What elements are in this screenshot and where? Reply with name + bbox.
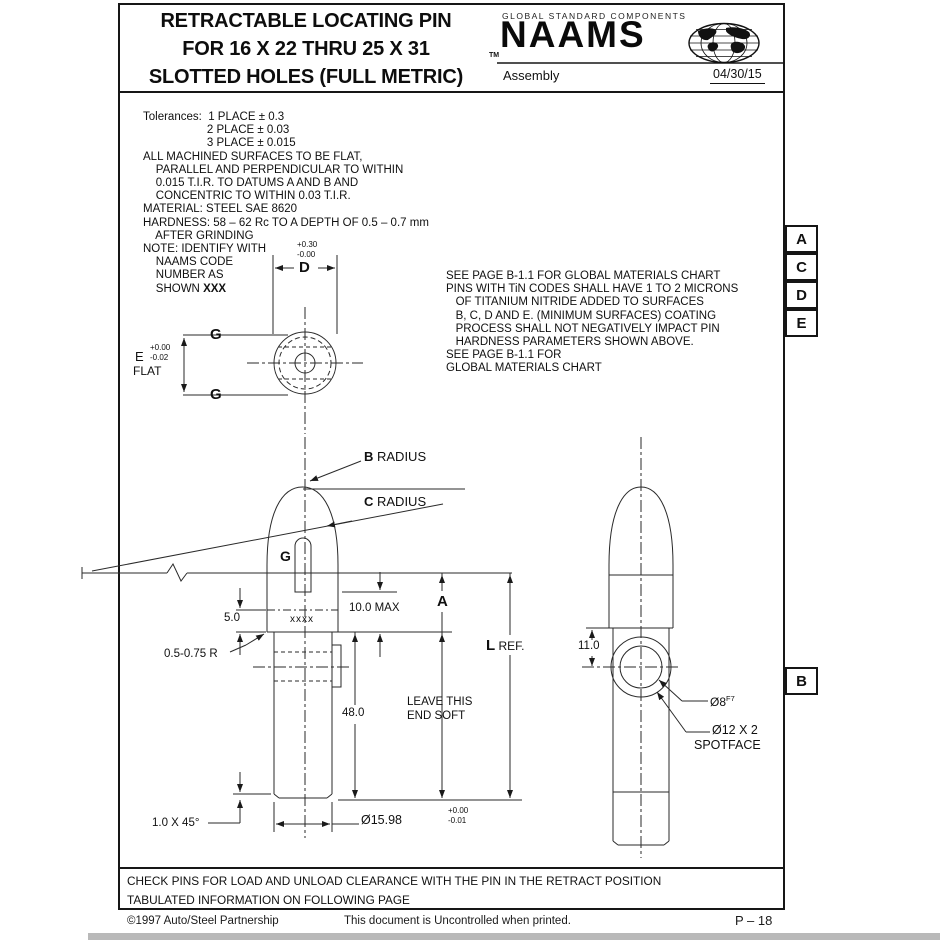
c-radius-callout: C RADIUS xyxy=(364,494,426,509)
note-line: B, C, D AND E. (MINIMUM SURFACES) COATIN… xyxy=(446,309,717,322)
radius-note: 0.5-0.75 R xyxy=(164,648,218,660)
marking-xxxx: xxxx xyxy=(290,614,314,625)
dim-l-ref: L REF. xyxy=(484,637,527,654)
revision-date: 04/30/15 xyxy=(710,67,765,84)
l-ref-text: REF. xyxy=(495,639,525,653)
chamfer-note: 1.0 X 45° xyxy=(152,817,200,829)
e-tolerance-minus: -0.02 xyxy=(150,353,169,362)
datum-box-e: E xyxy=(785,309,818,337)
note-shown-prefix: SHOWN xyxy=(143,282,204,295)
side-view xyxy=(582,437,710,858)
spotface-label: SPOTFACE xyxy=(694,738,761,752)
note-line: GLOBAL MATERIALS CHART xyxy=(446,362,602,375)
datum-label-e: E xyxy=(796,314,807,332)
naams-code-placeholder: XXX xyxy=(203,282,227,295)
dim-11: 11.0 xyxy=(576,640,602,652)
dim-a: A xyxy=(435,593,450,610)
soft-note-line2: END SOFT xyxy=(407,710,466,722)
dia-8-callout: Ø8F7 xyxy=(710,694,735,709)
note-line: 3 PLACE ± 0.015 xyxy=(143,137,296,150)
dim-e: E xyxy=(135,349,144,364)
datum-box-c: C xyxy=(785,253,818,281)
dim-d: D xyxy=(297,259,312,276)
check-pins-note: CHECK PINS FOR LOAD AND UNLOAD CLEARANCE… xyxy=(127,874,662,888)
note-line: 0.015 T.I.R. TO DATUMS A AND B AND xyxy=(143,177,359,190)
brand-tagline: GLOBAL STANDARD COMPONENTS xyxy=(502,11,687,21)
brand-logo-text: NAAMS xyxy=(500,14,646,55)
top-view xyxy=(181,255,363,434)
materials-notes: SEE PAGE B-1.1 FOR GLOBAL MATERIALS CHAR… xyxy=(446,270,738,376)
page-frame xyxy=(118,3,785,910)
dia-8: Ø8 xyxy=(710,695,727,709)
note-line: NUMBER AS xyxy=(143,269,224,282)
b-radius-text: RADIUS xyxy=(373,449,427,464)
copyright: ©1997 Auto/Steel Partnership xyxy=(127,915,279,927)
datum-box-b: B xyxy=(785,667,818,695)
note-line: NAAMS CODE xyxy=(143,256,234,269)
scan-edge-strip xyxy=(88,933,940,940)
note-line-shown: SHOWN XXX xyxy=(143,283,429,296)
l-letter: L xyxy=(486,637,496,654)
b-radius-callout: B RADIUS xyxy=(364,449,426,464)
d-tolerance-plus: +0.30 xyxy=(297,240,318,249)
datum-label-b: B xyxy=(796,672,807,690)
title-line-1: RETRACTABLE LOCATING PIN xyxy=(160,10,452,32)
datum-label-d: D xyxy=(796,286,807,304)
trademark-mark: TM xyxy=(489,52,500,59)
slot-g-label: G xyxy=(280,548,291,564)
dia-12-callout: Ø12 X 2 xyxy=(712,723,758,737)
datum-label-c: C xyxy=(796,258,807,276)
title-line-3: SLOTTED HOLES (FULL METRIC) xyxy=(148,66,464,88)
note-line: Tolerances: 1 PLACE ± 0.3 xyxy=(143,111,285,123)
dim-10-max: 10.0 MAX xyxy=(347,602,402,614)
note-line: 2 PLACE ± 0.03 xyxy=(143,124,290,137)
note-line: HARDNESS: 58 – 62 Rc TO A DEPTH OF 0.5 –… xyxy=(143,216,429,229)
assembly-label: Assembly xyxy=(503,68,560,83)
soft-note-line1: LEAVE THIS xyxy=(407,696,473,708)
note-line: PINS WITH TiN CODES SHALL HAVE 1 TO 2 MI… xyxy=(446,283,739,296)
dia-1598-minus: -0.01 xyxy=(448,816,467,825)
datum-label-a: A xyxy=(796,230,807,248)
dim-5: 5.0 xyxy=(222,612,242,624)
datum-g-top: G xyxy=(210,326,222,343)
note-line: AFTER GRINDING xyxy=(143,229,254,242)
title-line-2: FOR 16 X 22 THRU 25 X 31 xyxy=(182,38,430,60)
note-line: PARALLEL AND PERPENDICULAR TO WITHIN xyxy=(143,163,404,176)
note-line: HARDNESS PARAMETERS SHOWN ABOVE. xyxy=(446,336,694,349)
c-radius-text: RADIUS xyxy=(373,494,427,509)
page-number: P – 18 xyxy=(735,913,773,928)
uncontrolled-note: This document is Uncontrolled when print… xyxy=(344,915,571,927)
front-view xyxy=(81,437,522,838)
dia-1598: Ø15.98 xyxy=(361,813,403,827)
d-tolerance-minus: -0.00 xyxy=(297,250,316,259)
dia-1598-plus: +0.00 xyxy=(448,806,469,815)
tabulated-note: TABULATED INFORMATION ON FOLLOWING PAGE xyxy=(127,893,410,907)
note-line: SEE PAGE B-1.1 FOR GLOBAL MATERIALS CHAR… xyxy=(446,270,721,282)
dia-8-fit: F7 xyxy=(726,694,735,703)
note-line: MATERIAL: STEEL SAE 8620 xyxy=(143,203,298,216)
note-line: ALL MACHINED SURFACES TO BE FLAT, xyxy=(143,150,363,163)
datum-g-bottom: G xyxy=(210,386,222,403)
datum-box-d: D xyxy=(785,281,818,309)
flat-label: FLAT xyxy=(133,364,162,378)
c-radius-letter: C xyxy=(364,494,374,509)
b-radius-letter: B xyxy=(364,449,374,464)
dim-48: 48.0 xyxy=(340,707,367,719)
page-title: RETRACTABLE LOCATING PIN FOR 16 X 22 THR… xyxy=(124,7,488,91)
note-line: SEE PAGE B-1.1 FOR xyxy=(446,349,562,362)
note-line: OF TITANIUM NITRIDE ADDED TO SURFACES xyxy=(446,296,704,309)
note-line: NOTE: IDENTIFY WITH xyxy=(143,243,267,256)
note-line: PROCESS SHALL NOT NEGATIVELY IMPACT PIN xyxy=(446,322,720,335)
globe-icon xyxy=(688,22,760,64)
note-line: CONCENTRIC TO WITHIN 0.03 T.I.R. xyxy=(143,190,351,203)
datum-box-a: A xyxy=(785,225,818,253)
e-tolerance-plus: +0.00 xyxy=(150,343,171,352)
tolerance-notes: Tolerances: 1 PLACE ± 0.3 2 PLACE ± 0.03… xyxy=(143,111,429,296)
